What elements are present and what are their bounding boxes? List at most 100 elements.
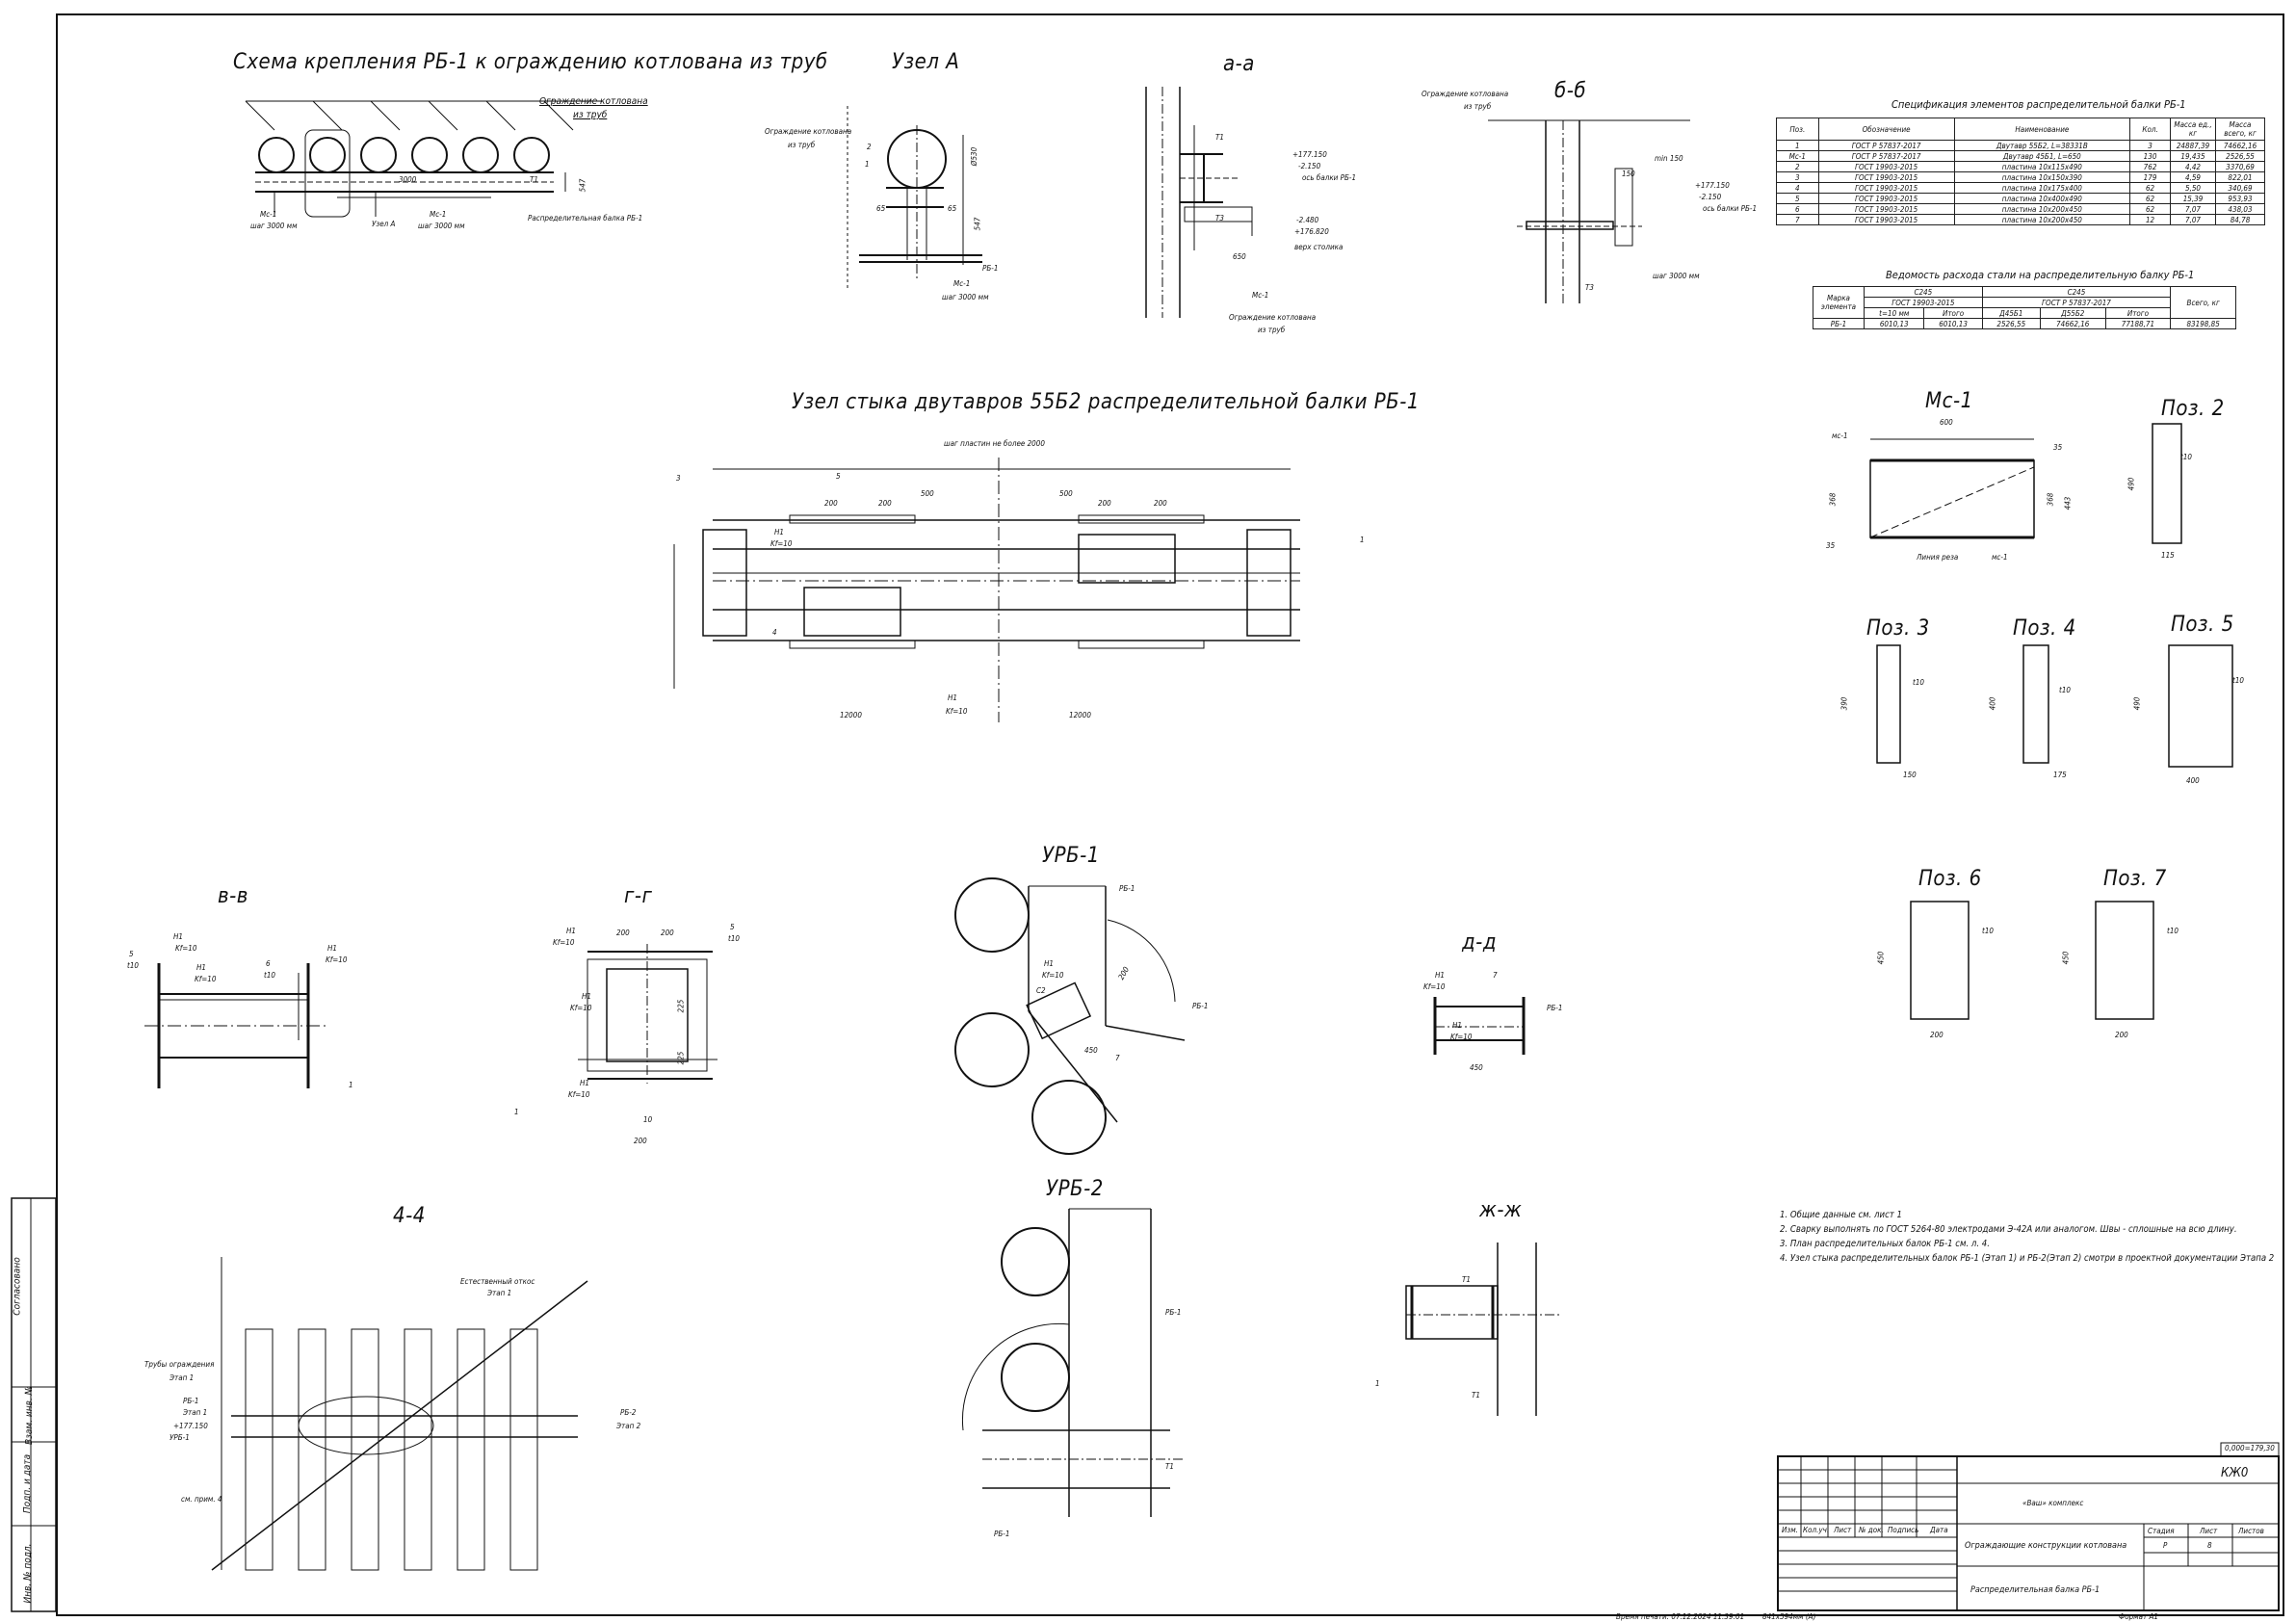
gg-kf: Kf=10 — [553, 938, 575, 947]
spec-cell: 62 — [2129, 182, 2171, 194]
scheme-mc1-a: Мс-1 — [260, 210, 277, 219]
aa-fence: Ограждение котлована — [1229, 313, 1317, 322]
uzel-a-fence: Ограждение котлована — [765, 127, 852, 136]
gg-kfc: Kf=10 — [568, 1090, 590, 1099]
mc1-mc: мс-1 — [1992, 553, 2008, 562]
spec-cell: ГОСТ Р 57837-2017 — [1817, 140, 1955, 151]
spec-cell: 2526,55 — [2215, 150, 2265, 162]
splice-d200a: 200 — [824, 499, 838, 508]
view-title-urb1: УРБ-1 — [1042, 844, 1100, 868]
spec-header-row: Поз. Обозначение Наименование Кол. Масса… — [1776, 118, 2265, 141]
view-title-scheme: Схема крепления РБ-1 к ограждению котлов… — [233, 50, 828, 74]
view-title-aa: а-а — [1223, 52, 1255, 76]
poz5-w: 400 — [2186, 776, 2200, 785]
view-title-poz2: Поз. 2 — [2161, 397, 2225, 421]
spec-cell: ГОСТ 19903-2015 — [1817, 161, 1955, 172]
bb-lvl1b: -2.150 — [1699, 193, 1722, 201]
spec-cell: 340,69 — [2215, 182, 2265, 194]
poz2-h: 490 — [2126, 477, 2136, 491]
s44-urb: УРБ-1 — [170, 1433, 190, 1442]
dd-h1: Н1 — [1435, 971, 1445, 980]
spec-cell: 84,78 — [2215, 214, 2265, 225]
mc1-d35b: 35 — [1826, 541, 1836, 550]
scheme-drawing — [236, 92, 631, 236]
vv-h1c: Н1 — [327, 944, 337, 953]
sheet-frame — [56, 13, 2284, 1616]
tb-h-data: Дата — [1930, 1526, 1948, 1534]
poz4-drawing — [2021, 643, 2069, 769]
bb-fence2: из труб — [1464, 102, 1492, 111]
gg-t10: t10 — [728, 934, 740, 943]
spec-cell: 4 — [1776, 182, 1819, 194]
splice-d200c: 200 — [1098, 499, 1111, 508]
s44-drawing — [173, 1252, 616, 1580]
aa-lvl2: -2.480 — [1296, 216, 1319, 224]
poz5-drawing — [2165, 640, 2252, 774]
s44-rb2: РБ-2 — [620, 1408, 637, 1417]
mc1-d35a: 35 — [2053, 443, 2063, 452]
zhzh-p1: 1 — [1375, 1379, 1380, 1388]
mc1-cut: Линия реза — [1917, 553, 1959, 562]
gg-p1: 1 — [514, 1108, 519, 1116]
vedomost-cell-2: 6010,13 — [1923, 318, 1983, 329]
s44-rb1: РБ-1 — [183, 1397, 199, 1405]
vedomost-header-3: t=10 мм Итого Д45Б1 Д55Б2 Итого — [1813, 307, 2236, 319]
vedomost-sub-3: Д55Б2 — [2039, 307, 2106, 319]
vedomost-title: Ведомость расхода стали на распределител… — [1886, 269, 2195, 281]
scheme-t1: Т1 — [530, 175, 538, 184]
poz6-h: 450 — [1876, 951, 1886, 965]
uzel-a-w2: 65 — [948, 204, 957, 213]
aa-d650: 650 — [1233, 252, 1246, 261]
s44-rb1s: Этап 1 — [183, 1408, 208, 1417]
notes: 1. Общие данные см. лист 1 2. Сварку вып… — [1780, 1208, 2274, 1266]
footer-format: Формат А1 — [2119, 1612, 2158, 1621]
spec-h-qty: Кол. — [2129, 118, 2171, 141]
splice-p5: 5 — [836, 472, 841, 481]
mc1-h: 368 — [1828, 492, 1838, 507]
spec-h-mass1: Масса ед., кг — [2170, 118, 2216, 141]
s44-pipes2: Этап 1 — [170, 1373, 195, 1382]
scheme-h: 547 — [578, 178, 587, 193]
spec-cell: пластина 10х200х450 — [1953, 203, 2131, 215]
spec-table: Поз. Обозначение Наименование Кол. Масса… — [1776, 118, 2265, 225]
gg-h1c: Н1 — [580, 1079, 589, 1087]
side-stamp-inv: Инв. № подл. — [22, 1543, 34, 1604]
spec-cell: ГОСТ 19903-2015 — [1817, 203, 1955, 215]
tb-stage: Р — [2163, 1541, 2168, 1550]
spec-cell: 822,01 — [2215, 171, 2265, 183]
vedomost-h-gost1: ГОСТ 19903-2015 — [1864, 297, 1983, 308]
splice-h1: Н1 — [774, 528, 784, 536]
poz7-t: t10 — [2167, 927, 2179, 935]
vedomost-sub-1: Итого — [1923, 307, 1983, 319]
aa-t3: Т3 — [1215, 214, 1224, 222]
scheme-fence: Ограждение котлована — [539, 96, 648, 107]
vedomost-h-gost2: ГОСТ Р 57837-2017 — [1981, 297, 2172, 308]
spec-cell: 12 — [2129, 214, 2171, 225]
spec-cell: 19,435 — [2170, 150, 2216, 162]
spec-cell: 5,50 — [2170, 182, 2216, 194]
splice-d500b: 500 — [1059, 489, 1073, 498]
spec-cell: 4,42 — [2170, 161, 2216, 172]
spec-cell: 15,39 — [2170, 193, 2216, 204]
gg-h1: Н1 — [566, 927, 576, 935]
spec-cell: ГОСТ 19903-2015 — [1817, 182, 1955, 194]
spec-cell: ГОСТ Р 57837-2017 — [1817, 150, 1955, 162]
spec-cell: 24887,39 — [2170, 140, 2216, 151]
spec-cell: пластина 10х200х450 — [1953, 214, 2131, 225]
splice-step: шаг пластин не более 2000 — [944, 439, 1045, 448]
side-stamp-agreed: Согласовано — [12, 1257, 23, 1316]
spec-cell: 762 — [2129, 161, 2171, 172]
aa-lvl1b: -2.150 — [1298, 162, 1321, 170]
poz4-w: 175 — [2053, 771, 2067, 779]
poz2-t: t10 — [2180, 453, 2192, 461]
spec-cell: пластина 10х150х390 — [1953, 171, 2131, 183]
vedomost-cell-1: 6010,13 — [1863, 318, 1925, 329]
scheme-fence2: из труб — [573, 110, 608, 120]
view-title-dd: д-д — [1462, 930, 1498, 955]
uzel-a-drawing — [848, 106, 1040, 299]
spec-cell: 130 — [2129, 150, 2171, 162]
spec-cell: 179 — [2129, 171, 2171, 183]
view-title-gg: г-г — [624, 884, 653, 908]
